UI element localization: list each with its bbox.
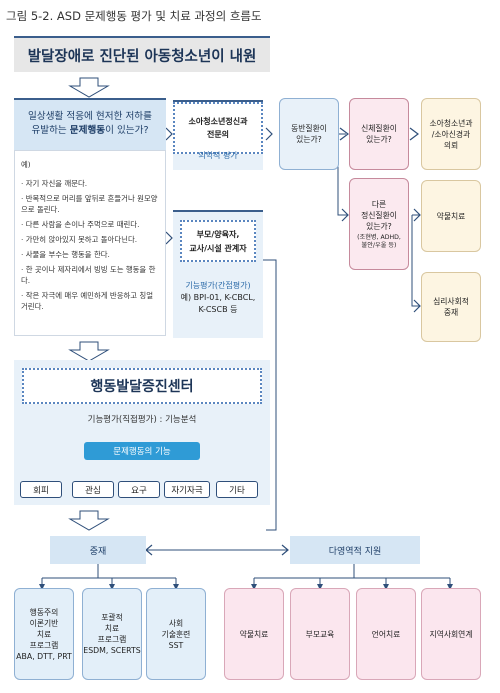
parent-education-box: 부모교육 <box>290 588 350 680</box>
down-arrow-1 <box>68 77 110 98</box>
question-bold: 문제행동 <box>69 125 106 136</box>
question-line-1: 일상생활 적응에 현저한 저하를 <box>28 111 152 122</box>
example-item: · 가만히 앉아있지 못하고 돌아다닌다. <box>21 235 138 244</box>
question-suffix: 이 있는가? <box>105 125 149 136</box>
functional-eval-label: 기능평가(직접평가) : 기능분석 <box>87 415 197 425</box>
indirect-eval-examples: 예) BPI-01, K-CBCL, K-CSCB 등 <box>180 293 256 314</box>
behavior-center-title: 행동발달증진센터 <box>22 368 262 404</box>
psychiatric-illness-question: 다른 정신질환이 있는가? (조현병, ADHD, 불안/우울 등) <box>349 178 409 270</box>
indirect-eval-title: 기능평가(간접평가) <box>185 281 251 290</box>
example-item: · 사물을 부수는 행동을 한다. <box>21 250 110 259</box>
question-prefix: 유발하는 <box>31 125 70 136</box>
example-item: · 한 곳이나 제자리에서 빙빙 도는 행동을 한다. <box>21 265 156 285</box>
behavioral-therapy-box: 행동주의 이론기반 치료 프로그램 ABA, DTT, PRT <box>14 588 74 680</box>
problem-behavior-question: 일상생활 적응에 현저한 저하를 유발하는 문제행동이 있는가? <box>14 98 166 150</box>
behavior-function-pill: 문제행동의 기능 <box>84 442 200 460</box>
question-line-2: 유발하는 문제행동이 있는가? <box>14 124 166 138</box>
example-item: · 다른 사람을 손이나 주먹으로 때린다. <box>21 220 140 229</box>
social-skills-box: 사회 기술훈련 SST <box>146 588 206 680</box>
tag-avoidance: 회피 <box>20 481 62 498</box>
intake-banner: 발달장애로 진단된 아동청소년이 내원 <box>14 36 270 72</box>
example-item: · 자기 자신을 깨문다. <box>21 179 88 188</box>
physical-illness-question: 신체질환이 있는가? <box>349 98 409 170</box>
tag-demand: 요구 <box>118 481 160 498</box>
examples-box: 예) · 자기 자신을 깨문다. · 반복적으로 머리를 앞뒤로 흔들거나 원모… <box>14 150 166 336</box>
down-arrow-2 <box>68 341 110 362</box>
speech-therapy-box: 언어치료 <box>356 588 416 680</box>
examples-heading: 예) <box>21 160 31 169</box>
chevron-right-1 <box>165 127 173 141</box>
example-item: · 작은 자극에 매우 예민하게 반응하고 칭얼거린다. <box>21 291 154 311</box>
medical-eval-caption: 의학적 평가 <box>198 151 238 160</box>
medication-box: 약물치료 <box>421 180 481 252</box>
pediatrics-referral-box: 소아청소년과 /소아신경과 의뢰 <box>421 98 481 170</box>
chevron-right-2 <box>165 231 173 245</box>
tag-self-stim: 자기자극 <box>164 481 210 498</box>
comorbidity-question: 동반질환이 있는가? <box>279 98 339 170</box>
down-arrow-3 <box>68 510 110 531</box>
psychosocial-intervention-box: 심리사회적 중재 <box>421 272 481 342</box>
intervention-banner: 중재 <box>50 536 146 564</box>
psychiatric-note: (조현병, ADHD, 불안/우울 등) <box>357 233 401 249</box>
comprehensive-program-box: 포괄적 치료 프로그램 ESDM, SCERTS <box>82 588 142 680</box>
psychiatric-question-text: 다른 정신질환이 있는가? <box>361 199 397 231</box>
multidisciplinary-banner: 다영역적 지원 <box>290 536 420 564</box>
tag-attention: 관심 <box>72 481 114 498</box>
chevron-right-3 <box>265 127 273 141</box>
tag-other: 기타 <box>216 481 258 498</box>
example-item: · 반복적으로 머리를 앞뒤로 흔들거나 원모양으로 돌린다. <box>21 194 158 214</box>
community-link-box: 지역사회연계 <box>421 588 481 680</box>
figure-title: 그림 5-2. ASD 문제행동 평가 및 치료 과정의 흐름도 <box>6 9 262 23</box>
caregiver-box: 부모/양육자, 교사/시설 관계자 <box>180 220 256 262</box>
support-medication-box: 약물치료 <box>224 588 284 680</box>
indirect-eval-caption: 기능평가(간접평가) 예) BPI-01, K-CBCL, K-CSCB 등 <box>173 280 263 316</box>
psychiatrist-box: 소아청소년정신과 전문의 <box>173 102 263 154</box>
